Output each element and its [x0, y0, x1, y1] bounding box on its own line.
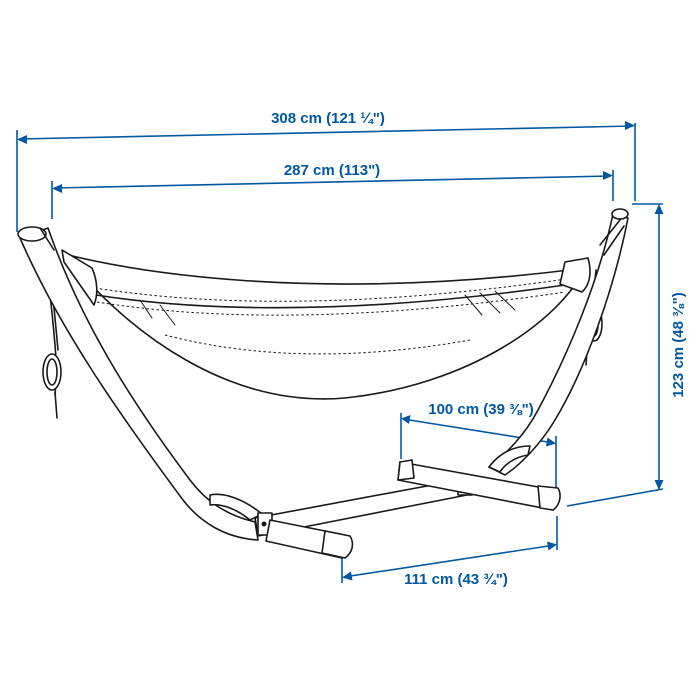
- overall-length-label: 308 cm (121 ¼"): [271, 110, 385, 127]
- left-hammock-end: [61, 249, 98, 306]
- hammock-fabric: [63, 253, 586, 400]
- base-length-label: 111 cm (43 ¾"): [404, 571, 508, 588]
- base-length-dimension: 111 cm (43 ¾"): [341, 516, 558, 588]
- foot-width-dimension: 100 cm (39 ⅜"): [400, 401, 557, 488]
- hammock-length-dimension: 287 cm (113"): [51, 162, 614, 219]
- hammock-length-label: 287 cm (113"): [284, 162, 380, 179]
- overall-length-dimension: 308 cm (121 ¼"): [16, 110, 636, 232]
- height-label: 123 cm (48 ⅜"): [670, 292, 687, 398]
- left-brace-plate: [209, 493, 263, 521]
- right-brace-plate: [488, 445, 531, 473]
- right-hammock-end: [559, 257, 591, 293]
- hammock-illustration: [17, 208, 629, 559]
- height-dimension: 123 cm (48 ⅜"): [566, 203, 687, 507]
- foot-width-label: 100 cm (39 ⅜"): [428, 401, 534, 418]
